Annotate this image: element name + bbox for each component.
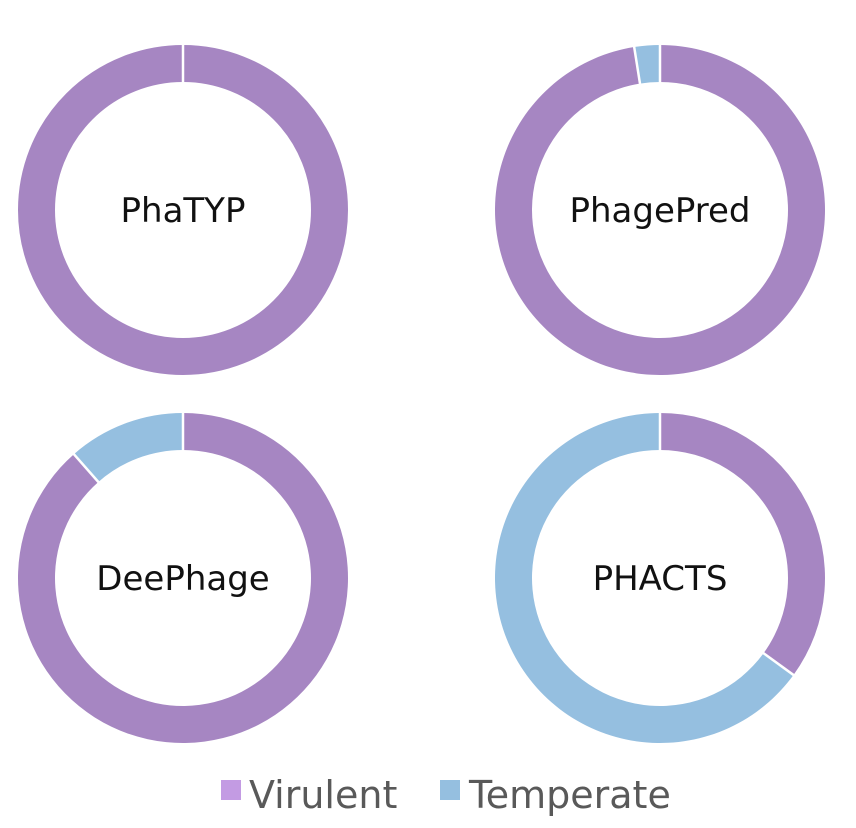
donut-deephage: DeePhage	[17, 412, 348, 743]
slice-deephage-temperate	[73, 413, 183, 482]
donut-label-phacts: PHACTS	[593, 559, 728, 599]
slice-boundary-phacts-0	[762, 651, 796, 677]
legend-label-virulent: Virulent	[249, 773, 397, 817]
slice-phagepred-temperate	[634, 45, 660, 84]
slice-boundary-deephage-0	[72, 452, 100, 484]
donut-label-deephage: DeePhage	[96, 559, 269, 599]
legend-label-temperate: Temperate	[468, 773, 671, 817]
donut-phagepred: PhagePred	[494, 44, 825, 375]
slice-boundary-phagepred-0	[632, 45, 642, 85]
donut-label-phatyp: PhaTYP	[121, 191, 246, 231]
donut-phacts: PHACTS	[494, 412, 825, 744]
legend-swatch-virulent	[221, 780, 241, 800]
donut-label-phagepred: PhagePred	[569, 191, 750, 231]
legend: Virulent Temperate	[221, 773, 671, 817]
donut-phatyp: PhaTYP	[18, 44, 348, 375]
legend-swatch-temperate	[440, 780, 460, 800]
slice-phacts-virulent	[660, 413, 825, 675]
